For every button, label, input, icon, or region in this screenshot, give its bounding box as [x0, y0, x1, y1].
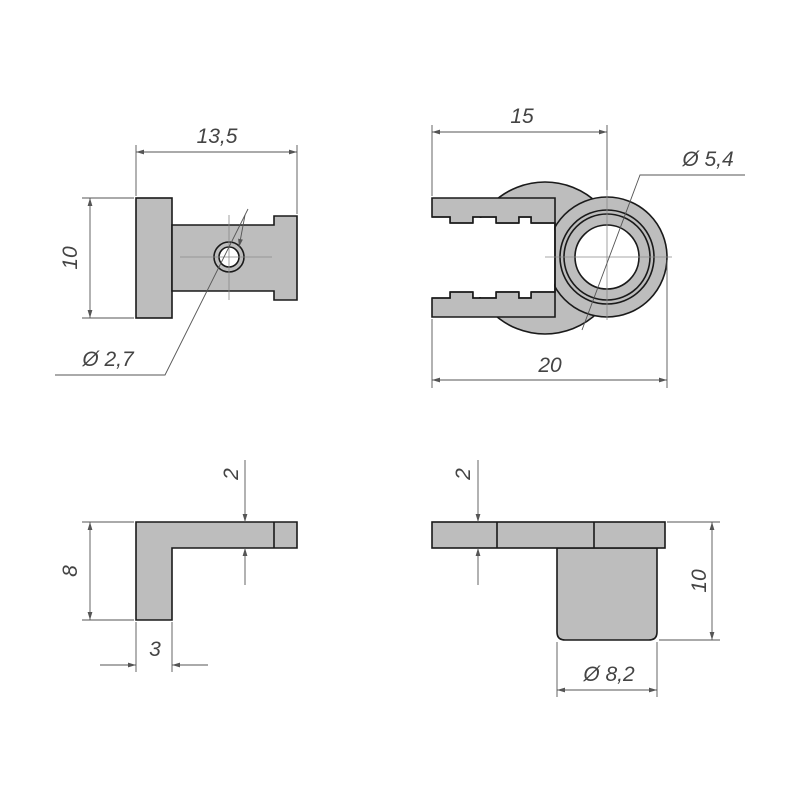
dim-length: 20 [537, 354, 562, 377]
dim-slot: 15 [510, 105, 534, 128]
view-top-left: 13,5 10 Ø 2,7 [55, 125, 298, 376]
dim-height: 10 [688, 569, 711, 593]
view-bottom-right: 2 10 Ø 8,2 [431, 460, 720, 697]
plate [431, 521, 666, 549]
dim-hole: Ø 5,4 [681, 148, 733, 171]
dim-thickness: 2 [220, 468, 243, 481]
dim-width: 13,5 [197, 125, 238, 148]
dim-hole: Ø 2,7 [81, 348, 135, 371]
dim-flange: 3 [149, 638, 161, 661]
view-top-right: 15 20 Ø 5,4 [431, 105, 745, 388]
dim-thickness: 2 [452, 468, 475, 481]
dim-height: 8 [59, 565, 82, 577]
dim-height: 10 [59, 246, 82, 270]
l-profile [135, 521, 298, 621]
dim-diameter: Ø 8,2 [582, 663, 635, 686]
slot [433, 218, 554, 297]
flange [135, 197, 173, 319]
cylinder [556, 547, 658, 641]
view-bottom-left: 2 8 3 [59, 460, 298, 672]
